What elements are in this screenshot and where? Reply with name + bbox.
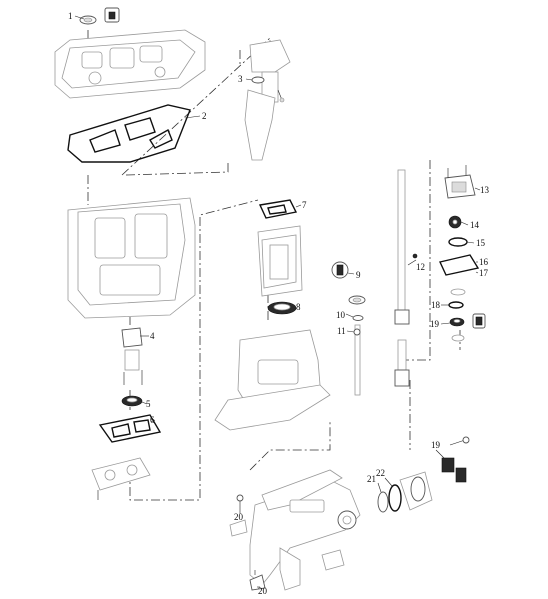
exhaust-guide-gasket — [258, 199, 298, 219]
callout-15: 15 — [476, 238, 486, 248]
callout-10: 10 — [336, 310, 346, 320]
callout-11: 11 — [337, 326, 346, 336]
forward-gear — [337, 510, 357, 530]
oil-strainer-assembly — [244, 39, 291, 161]
callout-19-gear: 19 — [431, 440, 441, 450]
gasket-part — [67, 104, 191, 163]
callout-3: 3 — [238, 74, 243, 84]
o-ring-10 — [352, 315, 364, 321]
callout-7: 7 — [302, 200, 307, 210]
pinion-assembly — [441, 436, 470, 483]
trim-tab — [229, 519, 345, 571]
callouts: 1 2 3 4 5 6 7 8 9 10 11 12 13 14 15 16 1 — [68, 11, 490, 596]
extension-case — [214, 329, 331, 431]
oil-seal-part — [79, 15, 97, 25]
water-pump-housing — [444, 165, 476, 199]
callout-12: 12 — [416, 262, 425, 272]
callout-16: 16 — [479, 257, 489, 267]
base-gasket — [98, 414, 162, 443]
callout-1: 1 — [68, 11, 73, 21]
exhaust-guide — [257, 225, 303, 297]
callout-6: 6 — [150, 415, 155, 425]
upper-casing — [67, 197, 196, 319]
impeller — [448, 215, 462, 229]
mount-bracket — [121, 327, 143, 385]
callout-14: 14 — [470, 220, 480, 230]
bolt-20 — [236, 494, 244, 512]
gear-case — [249, 469, 361, 591]
callout-21: 21 — [367, 474, 376, 484]
lubricant-icon — [104, 7, 120, 23]
thrust-washer — [377, 491, 389, 513]
seal-ring — [267, 301, 297, 315]
upper-exhaust-cover — [54, 29, 206, 99]
bushing — [348, 295, 366, 305]
callout-20-bottom: 20 — [258, 586, 268, 596]
mount-plate — [91, 457, 151, 500]
callout-13: 13 — [480, 185, 490, 195]
o-ring-18 — [448, 301, 464, 309]
callout-18: 18 — [431, 300, 441, 310]
rubber-seal — [121, 395, 143, 407]
shift-rod — [353, 324, 361, 396]
callout-22: 22 — [376, 468, 385, 478]
prop-bearing-housing — [399, 471, 433, 511]
insert-cartridge — [448, 237, 468, 247]
callout-2: 2 — [202, 111, 207, 121]
ring-lower — [451, 334, 465, 342]
callout-8: 8 — [296, 302, 301, 312]
callout-4: 4 — [150, 331, 155, 341]
callout-17: 17 — [479, 268, 489, 278]
drive-shaft — [394, 169, 418, 387]
pump-gasket — [439, 254, 480, 276]
callout-9: 9 — [356, 270, 361, 280]
outer-plate-cartridge — [450, 288, 466, 296]
callout-5: 5 — [146, 399, 151, 409]
sealant-icon — [472, 313, 486, 329]
seal-19 — [449, 317, 465, 327]
o-ring-22 — [388, 484, 402, 512]
callout-20-top: 20 — [234, 512, 244, 522]
callout-19-pump: 19 — [430, 319, 440, 329]
grease-icon — [331, 261, 349, 279]
anode — [249, 570, 266, 591]
